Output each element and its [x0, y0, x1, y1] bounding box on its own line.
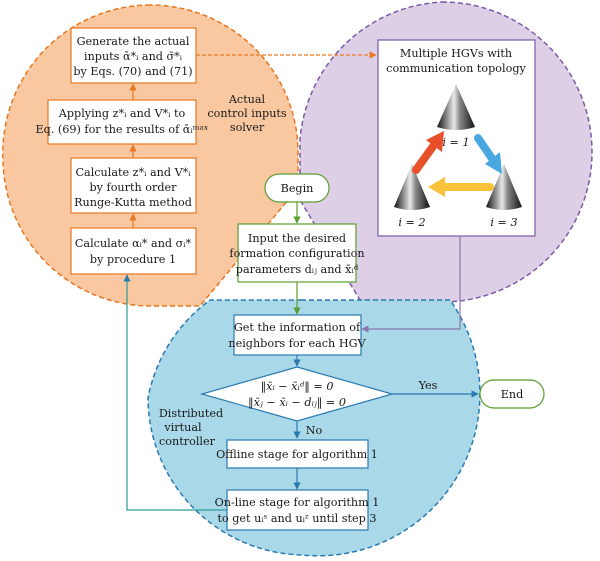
end-node: End: [479, 379, 545, 409]
controller-label-2: virtual: [163, 421, 202, 434]
hgv-cone-1: [437, 84, 475, 130]
decision-text-1: ‖x̄ᵢ − x̄ᵢᵈ‖ = 0: [261, 380, 334, 393]
solver-label-1: Actual: [228, 93, 266, 106]
input-text-3: parameters dᵢⱼ and x̄ᵢᵈ: [236, 263, 359, 276]
no-label: No: [306, 424, 323, 437]
generate-box: Generate the actual inputs ᾱ*ᵢ and σ̄*ᵢ …: [70, 27, 197, 84]
topology-arrow-2-to-1: [412, 131, 444, 174]
get-info-box: Get the information of neighbors for eac…: [228, 314, 367, 356]
calculate-alpha-text-2: by procedure 1: [90, 253, 176, 266]
input-box: Input the desired formation configuratio…: [229, 223, 365, 283]
online-box: On-line stage for algorithm 1 to get uᵢˢ…: [215, 489, 380, 531]
calculate-zv-text-2: by fourth order: [90, 181, 178, 194]
topology-arrow-3-to-2: [428, 177, 494, 197]
get-info-text-1: Get the information of: [234, 321, 361, 334]
yes-label: Yes: [418, 379, 438, 392]
calculate-alpha-text-1: Calculate αᵢ* and σᵢ*: [75, 237, 192, 250]
offline-text: Offline stage for algorithm 1: [216, 448, 378, 461]
decision-diamond: ‖x̄ᵢ − x̄ᵢᵈ‖ = 0 ‖x̄ⱼ − x̄ᵢ − dᵢⱼ‖ = 0: [199, 366, 395, 422]
applying-box: Applying z*ᵢ and V*ᵢ to Eq. (69) for the…: [35, 99, 209, 145]
offline-box: Offline stage for algorithm 1: [216, 439, 378, 469]
input-text-2: formation configuration: [229, 247, 364, 260]
applying-text-1: Applying z*ᵢ and V*ᵢ to: [58, 107, 186, 120]
arrow-online-to-alpha: [123, 274, 227, 511]
calculate-zv-box: Calculate z*ᵢ and V*ᵢ by fourth order Ru…: [70, 157, 197, 214]
online-text-1: On-line stage for algorithm 1: [215, 496, 380, 509]
input-text-1: Input the desired: [248, 232, 346, 245]
node-3-label: i = 3: [490, 216, 517, 229]
hgv-title-2: communication topology: [386, 62, 526, 75]
online-text-2: to get uᵢˢ and uᵢᶻ until step 3: [217, 512, 376, 525]
hgv-cone-3: [486, 164, 522, 210]
hgv-panel: Multiple HGVs with communication topolog…: [377, 39, 536, 237]
solver-label-3: solver: [230, 121, 265, 134]
node-2-label: i = 2: [398, 216, 425, 229]
solver-label-2: control inputs: [207, 107, 287, 120]
get-info-text-2: neighbors for each HGV: [228, 337, 366, 350]
begin-text: Begin: [281, 182, 314, 195]
generate-text-2: inputs ᾱ*ᵢ and σ̄*ᵢ: [84, 50, 183, 63]
generate-text-1: Generate the actual: [77, 35, 190, 48]
controller-label-3: controller: [159, 435, 216, 448]
topology-arrow-1-to-3: [474, 134, 502, 174]
applying-text-2: Eq. (69) for the results of ᾱᵢᵐᵃˣ: [35, 123, 208, 136]
hgv-cone-2: [394, 164, 430, 210]
begin-node: Begin: [264, 173, 330, 203]
calculate-alpha-box: Calculate αᵢ* and σᵢ* by procedure 1: [70, 227, 197, 275]
controller-label-1: Distributed: [159, 407, 223, 420]
decision-text-2: ‖x̄ⱼ − x̄ᵢ − dᵢⱼ‖ = 0: [248, 396, 346, 409]
calculate-zv-text-3: Runge-Kutta method: [74, 196, 192, 209]
node-1-label: i = 1: [442, 136, 469, 149]
generate-text-3: by Eqs. (70) and (71): [73, 65, 192, 78]
arrow-hgv-to-getinfo: [361, 236, 461, 333]
calculate-zv-text-1: Calculate z*ᵢ and V*ᵢ: [75, 166, 191, 179]
hgv-title-1: Multiple HGVs with: [400, 47, 512, 60]
end-text: End: [501, 388, 524, 401]
